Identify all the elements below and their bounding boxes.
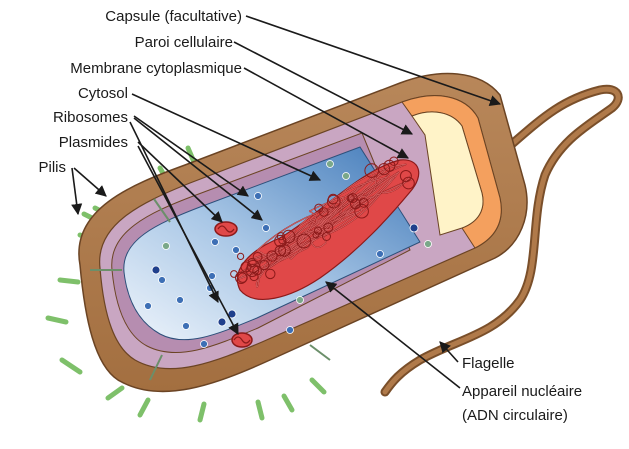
ribosome bbox=[425, 241, 432, 248]
ribosome bbox=[177, 297, 184, 304]
ribosome bbox=[201, 341, 208, 348]
pilus bbox=[60, 280, 78, 282]
leader-pili-1 bbox=[72, 168, 78, 214]
ribosome bbox=[263, 225, 270, 232]
label-pili: Pilis bbox=[38, 159, 66, 176]
label-cell-wall: Paroi cellulaire bbox=[135, 34, 233, 51]
leader-pili-2 bbox=[74, 168, 106, 196]
label-membrane: Membrane cytoplasmique bbox=[70, 60, 242, 77]
ribosome bbox=[297, 297, 304, 304]
label-cytosol: Cytosol bbox=[78, 85, 128, 102]
ribosome bbox=[159, 277, 166, 284]
ribosome bbox=[377, 251, 384, 258]
label-flagellum: Flagelle bbox=[462, 355, 515, 372]
ribosome bbox=[183, 323, 190, 330]
ribosome bbox=[218, 318, 226, 326]
pilus bbox=[48, 318, 66, 322]
ribosome bbox=[410, 224, 418, 232]
ribosome bbox=[163, 243, 170, 250]
ribosome bbox=[145, 303, 152, 310]
pilus bbox=[140, 400, 148, 415]
ribosome bbox=[209, 273, 216, 280]
ribosome bbox=[152, 266, 160, 274]
pilus bbox=[108, 388, 122, 398]
ribosome bbox=[327, 161, 334, 168]
pilus bbox=[258, 402, 262, 418]
pilus bbox=[312, 380, 324, 392]
ribosome bbox=[233, 247, 240, 254]
pilus bbox=[284, 396, 292, 410]
label-nucleoid-line2: (ADN circulaire) bbox=[462, 407, 568, 424]
label-plasmids: Plasmides bbox=[59, 134, 128, 151]
label-nucleoid-line1: Appareil nucléaire bbox=[462, 383, 582, 400]
ribosome bbox=[343, 173, 350, 180]
pilus bbox=[200, 404, 204, 420]
label-capsule: Capsule (facultative) bbox=[105, 8, 242, 25]
plasmid bbox=[215, 222, 237, 236]
plasmid bbox=[232, 333, 252, 347]
pilus bbox=[62, 360, 80, 372]
label-ribosomes: Ribosomes bbox=[53, 109, 128, 126]
ribosome bbox=[212, 239, 219, 246]
ribosome bbox=[287, 327, 294, 334]
ribosome bbox=[255, 193, 262, 200]
